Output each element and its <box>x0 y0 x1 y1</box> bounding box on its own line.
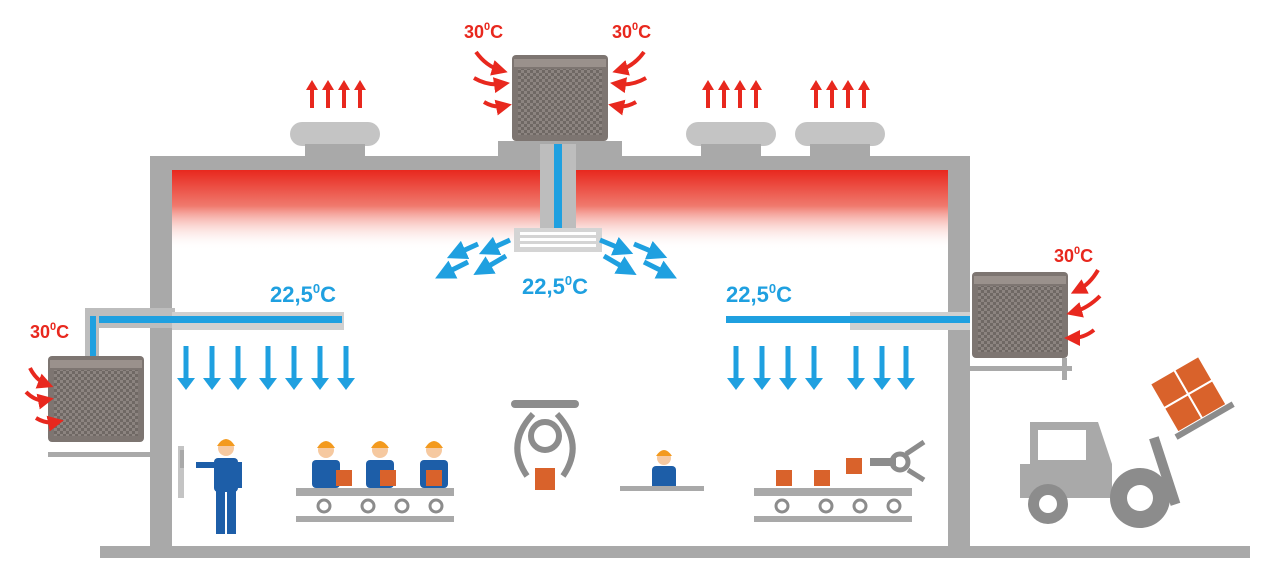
robot-arm-icon <box>870 439 926 483</box>
down-arrow-icon <box>897 346 915 390</box>
down-arrow-icon <box>873 346 891 390</box>
box-icon <box>336 470 352 486</box>
evaporative-cooler-icon <box>972 272 1068 358</box>
down-arrow-icon <box>285 346 303 390</box>
outside-temp-label: 300C <box>464 21 503 42</box>
evaporative-cooler-icon <box>48 356 144 442</box>
box-icon <box>846 458 862 474</box>
ceiling-diffuser-icon <box>514 228 602 252</box>
outside-temp-label: 300C <box>612 21 651 42</box>
up-arrow-icon <box>842 80 854 108</box>
up-arrow-icon <box>750 80 762 108</box>
box-icon <box>1148 354 1235 440</box>
down-arrow-icon <box>177 346 195 390</box>
down-arrow-icon <box>753 346 771 390</box>
down-arrow-icon <box>203 346 221 390</box>
cooler-bracket <box>48 452 152 457</box>
evaporative-cooler-icon <box>512 55 608 141</box>
box-icon <box>426 470 442 486</box>
worker-icon <box>178 439 242 534</box>
roof-vent-icon <box>686 122 776 158</box>
cool-air-down-arrows <box>177 346 915 390</box>
building-shell <box>150 156 970 548</box>
hot-exhaust-arrows <box>306 80 870 108</box>
up-arrow-icon <box>702 80 714 108</box>
roof-vent-icon <box>795 122 885 158</box>
up-arrow-icon <box>826 80 838 108</box>
down-arrow-icon <box>229 346 247 390</box>
up-arrow-icon <box>858 80 870 108</box>
box-icon <box>814 470 830 486</box>
left-supply-duct <box>85 308 344 362</box>
down-arrow-icon <box>779 346 797 390</box>
down-arrow-icon <box>805 346 823 390</box>
up-arrow-icon <box>306 80 318 108</box>
up-arrow-icon <box>734 80 746 108</box>
box-icon <box>776 470 792 486</box>
down-arrow-icon <box>727 346 745 390</box>
outside-temp-label: 300C <box>30 321 69 342</box>
down-arrow-icon <box>259 346 277 390</box>
down-arrow-icon <box>311 346 329 390</box>
inside-temp-label: 22,50C <box>726 281 792 307</box>
cooler-bracket <box>1062 358 1067 380</box>
diffuser-airflow-arrows <box>435 236 677 279</box>
inside-temp-label: 22,50C <box>270 281 336 307</box>
conveyor-belt-icon <box>754 488 912 522</box>
warm-intake-arrows <box>24 50 1102 432</box>
forklift-icon <box>1020 422 1181 528</box>
robot-gripper-icon <box>511 400 579 490</box>
box-icon <box>380 470 396 486</box>
up-arrow-icon <box>322 80 334 108</box>
up-arrow-icon <box>354 80 366 108</box>
right-supply-duct <box>726 312 970 330</box>
outside-temp-label: 300C <box>1054 245 1093 266</box>
down-arrow-icon <box>337 346 355 390</box>
down-arrow-icon <box>847 346 865 390</box>
up-arrow-icon <box>810 80 822 108</box>
inside-temp-label: 22,50C <box>522 273 588 299</box>
conveyor-belt-icon <box>296 488 454 522</box>
cool-air-flow <box>554 144 562 230</box>
ground-line <box>100 546 1250 558</box>
worker-icon <box>312 441 340 488</box>
cooler-bracket <box>968 366 1072 371</box>
up-arrow-icon <box>338 80 350 108</box>
worker-icon <box>620 450 704 491</box>
up-arrow-icon <box>718 80 730 108</box>
roof-vent-icon <box>290 122 380 158</box>
